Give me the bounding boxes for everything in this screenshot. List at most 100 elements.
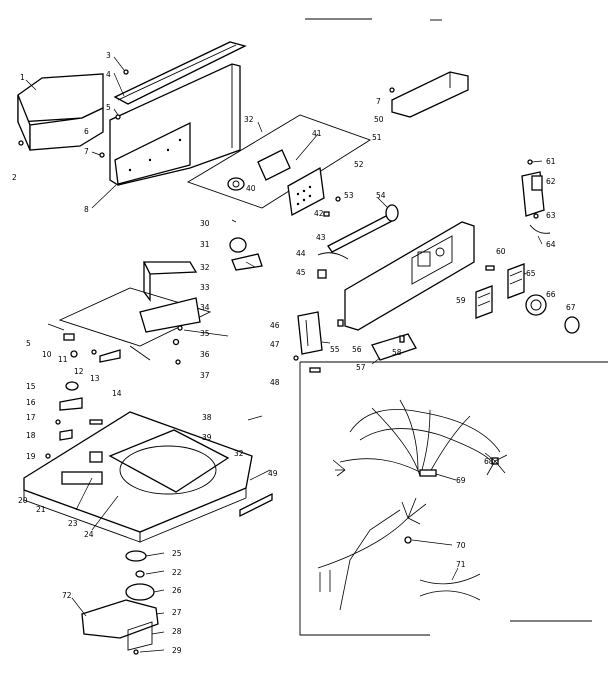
callout-label: 52 (354, 160, 364, 169)
callout-label: 46 (270, 321, 280, 330)
callout-label: 57 (356, 363, 366, 372)
callout-label: 62 (546, 177, 556, 186)
callout-label: 50 (374, 115, 384, 124)
callout-label: 44 (296, 249, 306, 258)
header-marks (305, 18, 442, 21)
bracket-46 (293, 311, 323, 373)
leader-lines (25, 56, 543, 653)
callout-label: 15 (26, 382, 36, 391)
parts-55-58 (337, 319, 417, 361)
console-back-panel (17, 73, 104, 151)
wire-71 (419, 573, 481, 601)
callout-label: 41 (312, 129, 322, 138)
callout-label: 35 (200, 329, 210, 338)
callout-label: 20 (18, 496, 28, 505)
callout-label: 68 (484, 457, 494, 466)
callout-label: 7 (376, 97, 381, 106)
callout-label: 47 (270, 340, 280, 349)
callout-label: 38 (202, 413, 212, 422)
callout-label: 34 (200, 303, 210, 312)
callout-label: 16 (26, 398, 36, 407)
callout-label: 64 (546, 240, 556, 249)
callout-label: 48 (270, 378, 280, 387)
mounting-bracket-33 (142, 261, 198, 302)
base-frame-38 (23, 381, 273, 543)
callout-label: 11 (58, 355, 68, 364)
callout-label: 54 (376, 191, 386, 200)
callout-label: 27 (172, 608, 182, 617)
callout-label: 24 (84, 530, 94, 539)
callout-label: 55 (330, 345, 340, 354)
switch-65 (507, 263, 525, 299)
callout-label: 37 (200, 371, 210, 380)
callout-label: 67 (566, 303, 576, 312)
switch-block-52 (287, 166, 325, 217)
callout-label: 32 (200, 263, 210, 272)
lid-switch-31 (229, 237, 263, 271)
callout-label: 71 (456, 560, 466, 569)
callout-label: 29 (172, 646, 182, 655)
callout-label: 4 (106, 70, 111, 79)
callout-label: 5 (106, 103, 111, 112)
callout-label: 69 (456, 476, 466, 485)
callout-label: 21 (36, 505, 46, 514)
callout-label: 49 (268, 469, 278, 478)
callout-label: 53 (344, 191, 354, 200)
connector-68 (484, 452, 508, 476)
small-parts-35-37 (172, 325, 183, 365)
parts-44-45 (317, 252, 349, 279)
link-parts-10-13 (47, 323, 151, 363)
callout-label: 40 (246, 184, 256, 193)
console-front-panel (109, 63, 241, 186)
callout-label: 42 (314, 209, 324, 218)
callout-label: 25 (172, 549, 182, 558)
callout-label: 18 (26, 431, 36, 440)
backsplash-panel-56 (344, 221, 475, 331)
callout-label: 8 (84, 205, 89, 214)
switch-59 (475, 285, 493, 319)
callout-label: 30 (200, 219, 210, 228)
wire-harness-70 (317, 497, 427, 611)
callout-label: 12 (74, 367, 84, 376)
callout-label: 72 (62, 591, 72, 600)
callout-label: 36 (200, 350, 210, 359)
callout-label: 60 (496, 247, 506, 256)
callout-label: 32 (234, 449, 244, 458)
callout-label: 51 (372, 133, 382, 142)
callout-label: 5 (26, 339, 31, 348)
callout-label: 28 (172, 627, 182, 636)
callout-label: 23 (68, 519, 78, 528)
small-parts-53 (323, 196, 341, 217)
callout-label: 6 (84, 127, 89, 136)
timer-41 (227, 149, 291, 191)
console-top-trim (113, 41, 247, 105)
callout-label: 2 (12, 173, 17, 182)
callout-label: 58 (392, 348, 402, 357)
wire-harness-69 (332, 399, 501, 477)
rod-43 (327, 204, 399, 253)
callout-label: 22 (172, 568, 182, 577)
callout-label: 17 (26, 413, 36, 422)
callout-label: 70 (456, 541, 466, 550)
callout-label: 66 (546, 290, 556, 299)
callout-labels: 1 2 3 4 5 6 7 8 7 50 32 41 51 52 40 53 4… (12, 51, 576, 655)
callout-label: 10 (42, 350, 52, 359)
callout-label: 45 (296, 268, 306, 277)
callout-label: 63 (546, 211, 556, 220)
control-bracket-50 (389, 71, 469, 118)
callout-label: 13 (90, 374, 100, 383)
callout-label: 32 (244, 115, 254, 124)
callout-label: 33 (200, 283, 210, 292)
callout-label: 26 (172, 586, 182, 595)
callout-label: 1 (20, 73, 25, 82)
callout-label: 61 (546, 157, 556, 166)
callout-label: 31 (200, 240, 210, 249)
callout-label: 39 (202, 433, 212, 442)
callout-label: 59 (456, 296, 466, 305)
callout-label: 56 (352, 345, 362, 354)
callout-label: 43 (316, 233, 326, 242)
callout-label: 7 (84, 147, 89, 156)
support-panel-34 (58, 287, 212, 347)
control-panel-tray-51 (186, 114, 372, 209)
